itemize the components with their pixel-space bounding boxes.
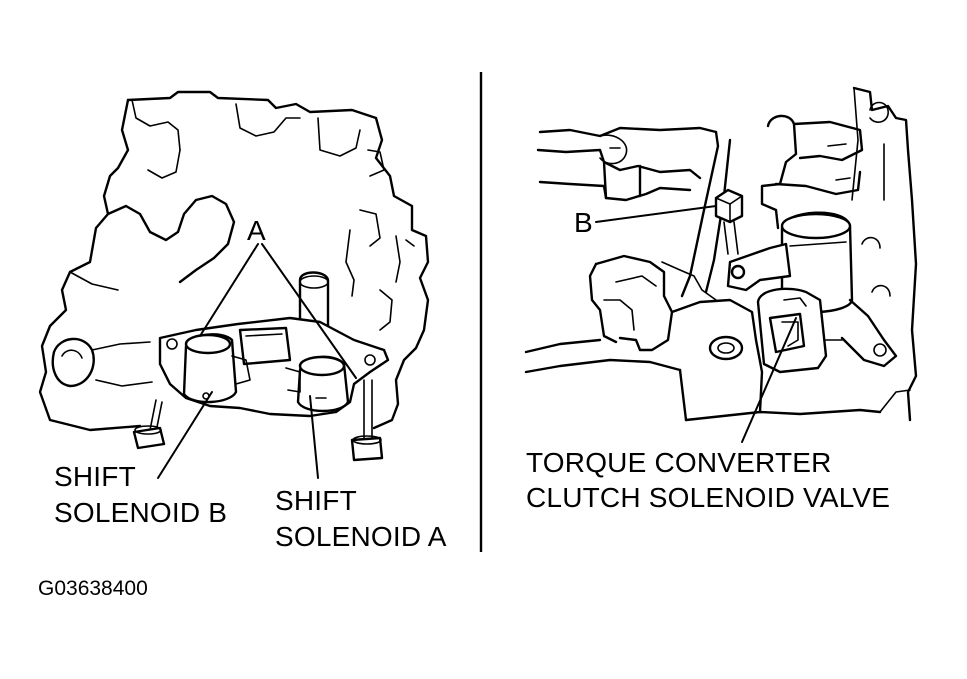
callout-b-label: B — [574, 207, 593, 238]
tcc-solenoid-body — [726, 211, 898, 374]
left-leader-lines — [157, 243, 357, 479]
shift-solenoid-b-body — [182, 333, 251, 404]
bolt-right — [350, 379, 384, 462]
bolt-left — [132, 399, 166, 450]
shift-solenoid-b-label-line2: SOLENOID B — [54, 497, 228, 528]
bolt-b — [714, 188, 744, 255]
figure-code: G03638400 — [38, 577, 148, 600]
tcc-solenoid-label-line2: CLUTCH SOLENOID VALVE — [526, 482, 891, 513]
shift-solenoid-a-label-line1: SHIFT — [275, 485, 357, 516]
shift-solenoid-a-label-line2: SOLENOID A — [275, 521, 447, 552]
shift-solenoid-b-label-line1: SHIFT — [54, 461, 136, 492]
valve-body-left — [38, 90, 430, 432]
right-leader-lines — [595, 205, 797, 443]
tcc-solenoid-label-line1: TORQUE CONVERTER — [526, 447, 832, 478]
valve-body-right — [524, 86, 918, 422]
callout-a-label: A — [247, 215, 266, 246]
